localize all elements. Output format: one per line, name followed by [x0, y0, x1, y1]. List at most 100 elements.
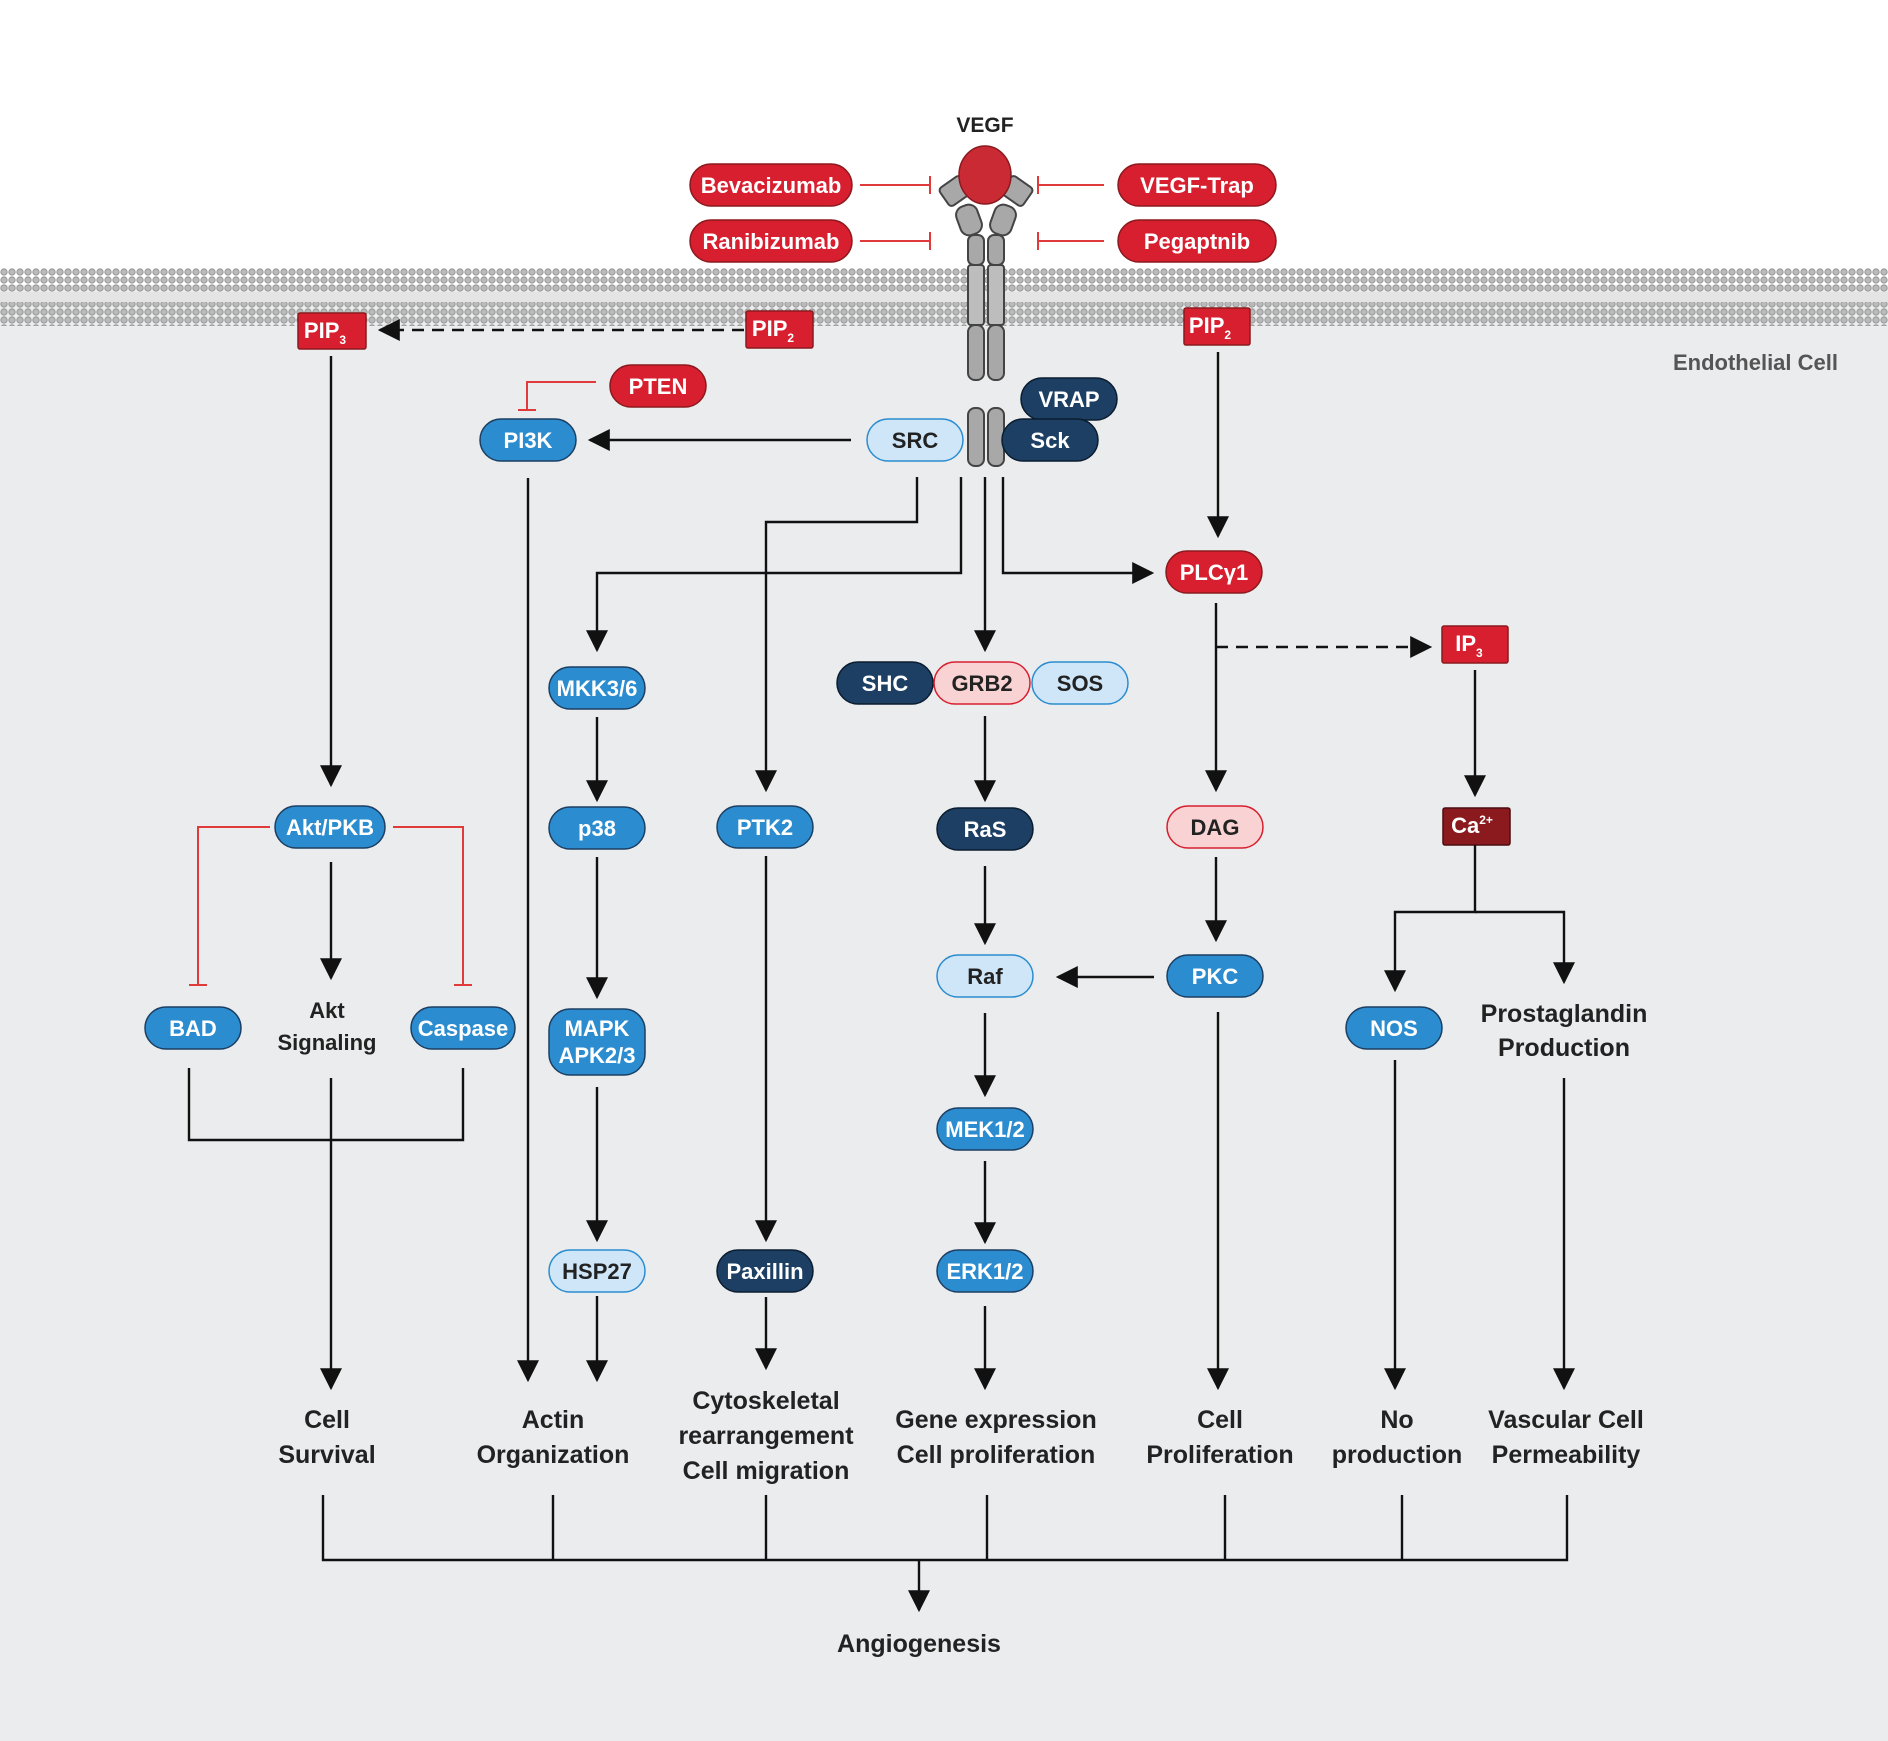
- prostaglandin-line1: Prostaglandin: [1481, 1000, 1648, 1028]
- outcome-actin-line2: Organization: [477, 1441, 630, 1469]
- mek-label: MEK1/2: [945, 1117, 1024, 1142]
- hsp27-label: HSP27: [562, 1259, 632, 1284]
- outcome-no-line2: production: [1332, 1441, 1463, 1469]
- mapkapk-node: MAPK APK2/3: [548, 1008, 646, 1076]
- ca-to-nos-arrow: [1384, 845, 1477, 993]
- outcome-survival-line2: Survival: [278, 1441, 375, 1469]
- plcg1-node: PLCγ1: [1165, 550, 1263, 594]
- shc-node: SHC: [836, 661, 934, 705]
- pkc-node: PKC: [1166, 954, 1264, 998]
- drug-ranibizumab: Ranibizumab: [689, 219, 853, 263]
- akt-outcome-merge: [187, 1068, 465, 1142]
- outcome-actin-line1: Actin: [522, 1406, 585, 1434]
- drug-vegf-trap-label: VEGF-Trap: [1140, 173, 1254, 198]
- outcome-prolif-line2: Proliferation: [1146, 1441, 1293, 1469]
- outcome-survival-line1: Cell: [304, 1406, 350, 1434]
- paxillin-label: Paxillin: [726, 1259, 803, 1284]
- bad-node: BAD: [144, 1006, 242, 1050]
- erk-node: ERK1/2: [936, 1249, 1034, 1293]
- pten-label: PTEN: [629, 374, 688, 399]
- sos-node: SOS: [1031, 661, 1129, 705]
- pten-node: PTEN: [609, 364, 707, 408]
- prostaglandin-line2: Production: [1498, 1034, 1630, 1062]
- hsp27-node: HSP27: [548, 1249, 646, 1293]
- grb2-label: GRB2: [951, 671, 1012, 696]
- drug-bevacizumab: Bevacizumab: [689, 163, 853, 207]
- outcome-vascular-line2: Permeability: [1492, 1441, 1641, 1469]
- outcome-gene-line2: Cell proliferation: [897, 1441, 1096, 1469]
- paxillin-node: Paxillin: [716, 1249, 814, 1293]
- outcome-cyto-line3: Cell migration: [683, 1457, 850, 1485]
- pip2-left-label: PIP2: [752, 316, 794, 345]
- pip2-left-box: PIP2: [745, 310, 814, 349]
- cell-label: Endothelial Cell: [1673, 350, 1838, 375]
- mkk36-node: MKK3/6: [548, 666, 646, 710]
- src-label: SRC: [892, 428, 939, 453]
- ras-node: RaS: [936, 807, 1034, 851]
- outcome-cyto-line2: rearrangement: [678, 1422, 854, 1450]
- ip3-label: IP3: [1455, 631, 1483, 660]
- nos-node: NOS: [1345, 1006, 1443, 1050]
- outcome-cyto-line1: Cytoskeletal: [692, 1387, 839, 1415]
- ca-to-prostaglandin-arrow: [1475, 910, 1575, 985]
- receptor-to-plcg1-arrow: [1001, 477, 1155, 584]
- raf-label: Raf: [967, 964, 1003, 989]
- akt-inhibits-caspase: [393, 826, 464, 985]
- membrane-inner-leaflet: [0, 302, 1888, 326]
- outcome-no-line1: No: [1380, 1406, 1413, 1434]
- drug-bevacizumab-label: Bevacizumab: [701, 173, 842, 198]
- mapkapk-label-line1: MAPK: [565, 1016, 630, 1041]
- src-node: SRC: [866, 418, 964, 462]
- raf-node: Raf: [936, 954, 1034, 998]
- akt-signaling-line2: Signaling: [278, 1030, 377, 1055]
- caspase-node: Caspase: [410, 1006, 516, 1050]
- ip3-box: IP3: [1441, 625, 1509, 664]
- vegf-ligand: [958, 145, 1012, 205]
- nos-label: NOS: [1370, 1016, 1418, 1041]
- vrap-node: VRAP: [1020, 377, 1118, 421]
- pi3k-label: PI3K: [504, 428, 553, 453]
- akt-signaling-line1: Akt: [309, 998, 345, 1023]
- membrane-outer-leaflet: [0, 268, 1888, 292]
- vrap-label: VRAP: [1038, 387, 1099, 412]
- akt-inhibits-bad: [197, 826, 270, 985]
- pten-inhibits-pi3k: [526, 381, 596, 410]
- sck-node: Sck: [1001, 418, 1099, 462]
- grb2-node: GRB2: [933, 661, 1031, 705]
- angiogenesis-label: Angiogenesis: [837, 1630, 1001, 1658]
- ca2-label: Ca2+: [1451, 813, 1493, 838]
- mkk36-label: MKK3/6: [557, 676, 638, 701]
- caspase-label: Caspase: [418, 1016, 509, 1041]
- dag-label: DAG: [1191, 815, 1240, 840]
- pkc-label: PKC: [1192, 964, 1239, 989]
- outcome-gene-line1: Gene expression: [895, 1406, 1096, 1434]
- plcg1-label: PLCγ1: [1180, 560, 1248, 585]
- shc-label: SHC: [862, 671, 909, 696]
- drug-ranibizumab-label: Ranibizumab: [703, 229, 840, 254]
- membrane-core: [0, 292, 1888, 302]
- drug-pegaptnib-label: Pegaptnib: [1144, 229, 1250, 254]
- pip2-right-label: PIP2: [1189, 313, 1231, 342]
- vegf-receptor: [938, 175, 1034, 467]
- ptk2-label: PTK2: [737, 815, 793, 840]
- akt-label: Akt/PKB: [286, 815, 374, 840]
- pathway-connectors: [187, 319, 1575, 1613]
- bad-label: BAD: [169, 1016, 217, 1041]
- dag-node: DAG: [1166, 805, 1264, 849]
- akt-node: Akt/PKB: [274, 805, 386, 849]
- outcome-vascular-line1: Vascular Cell: [1488, 1406, 1644, 1434]
- mapkapk-label-line2: APK2/3: [558, 1043, 635, 1068]
- p38-node: p38: [548, 806, 646, 850]
- drug-vegf-trap: VEGF-Trap: [1117, 163, 1277, 207]
- src-to-ptk2-arrow: [755, 477, 919, 793]
- ptk2-node: PTK2: [716, 805, 814, 849]
- sos-label: SOS: [1057, 671, 1103, 696]
- ras-label: RaS: [964, 817, 1007, 842]
- outcome-prolif-line1: Cell: [1197, 1406, 1243, 1434]
- mek-node: MEK1/2: [936, 1107, 1034, 1151]
- sck-label: Sck: [1030, 428, 1070, 453]
- pi3k-node: PI3K: [479, 418, 577, 462]
- pip3-box: PIP3: [297, 312, 367, 350]
- ca2-box: Ca2+: [1442, 807, 1511, 846]
